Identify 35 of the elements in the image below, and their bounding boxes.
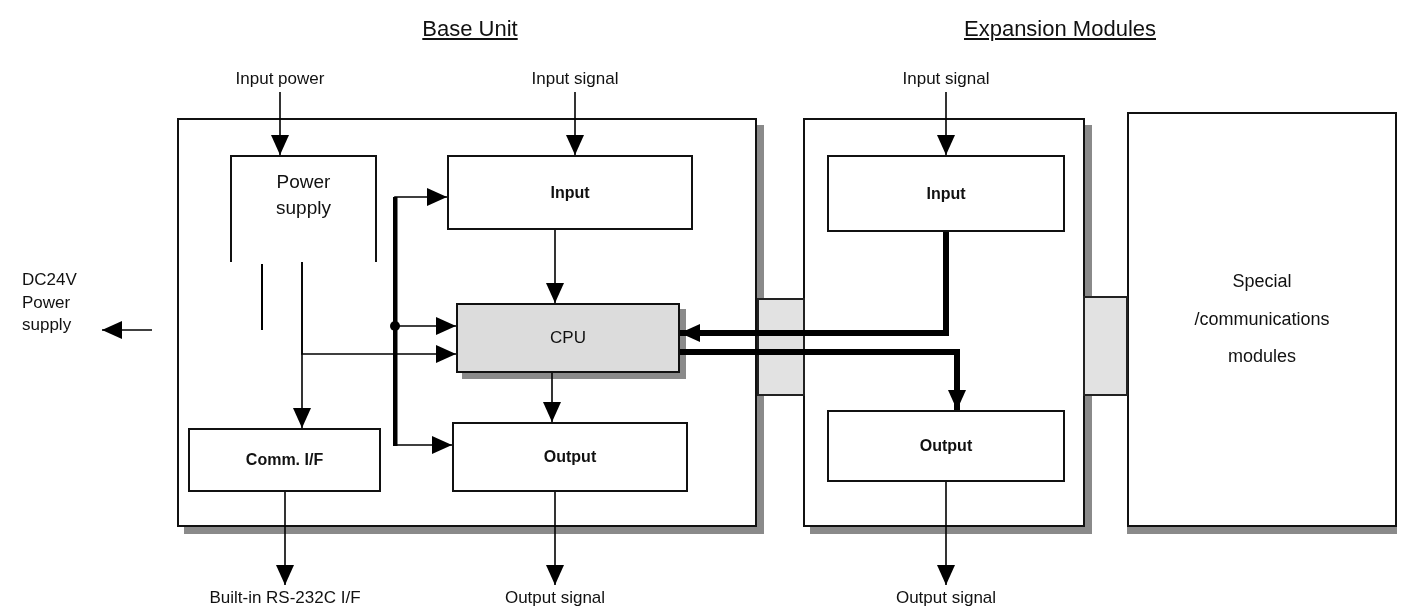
block-label: Input signal [531, 69, 619, 89]
arrow [680, 349, 966, 410]
arrow [937, 91, 955, 156]
arrow [543, 372, 561, 423]
block-label: Output signal [895, 588, 997, 608]
arrow [566, 91, 584, 156]
arrow [276, 491, 294, 586]
block-label: Output [919, 437, 973, 455]
power-supply-bracket [230, 155, 377, 262]
block-label: Comm. I/F [245, 451, 324, 469]
process-box [827, 155, 1065, 232]
section-heading: Base Unit [422, 16, 518, 42]
arrow [937, 481, 955, 586]
arrow [293, 261, 311, 429]
block-label: Output [543, 448, 597, 466]
block-label: Output signal [504, 588, 606, 608]
arrow [271, 91, 289, 156]
block-label: CPU [550, 328, 586, 348]
block-label: Input power [235, 69, 325, 89]
block-label: Input [926, 184, 966, 203]
process-box [188, 428, 381, 492]
arrow [101, 321, 153, 339]
block-label: Input [550, 183, 590, 202]
block-label: Special /communications modules [1193, 269, 1331, 369]
block-label: Power supply [275, 170, 332, 220]
block-label: Built-in RS-232C I/F [209, 588, 361, 608]
arrow [546, 491, 564, 586]
block-label: Input signal [902, 69, 990, 89]
block-label: DC24V Power supply [22, 268, 78, 337]
arrow [546, 229, 564, 304]
arrow [680, 232, 949, 342]
process-box [452, 422, 688, 492]
section-heading: Expansion Modules [964, 16, 1156, 42]
process-box [447, 155, 693, 230]
process-box [827, 410, 1065, 482]
